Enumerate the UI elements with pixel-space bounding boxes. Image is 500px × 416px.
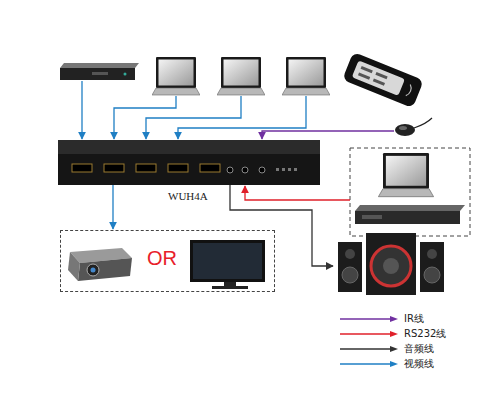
laptop — [378, 153, 433, 197]
legend-arrowhead — [390, 361, 398, 367]
legend-line-sample — [338, 327, 400, 341]
device-art — [58, 140, 320, 185]
jack — [227, 167, 233, 173]
legend-text: RS232线 — [404, 327, 446, 341]
laptop — [282, 57, 330, 95]
monitor — [190, 240, 265, 289]
dashed-group — [350, 148, 470, 236]
laptop — [152, 57, 200, 95]
video-wire — [81, 81, 82, 139]
video-connector — [112, 185, 113, 229]
hdmi-port — [168, 164, 188, 172]
legend-line — [340, 333, 394, 334]
legend-line-sample — [338, 342, 400, 356]
video-wire — [178, 96, 306, 139]
legend-text: 视频线 — [404, 357, 434, 371]
laptop — [217, 57, 265, 95]
rack-device — [355, 205, 465, 224]
hdmi-port — [72, 164, 92, 172]
indicator — [282, 168, 285, 171]
legend-text: IR线 — [404, 312, 424, 326]
speakers — [338, 233, 444, 295]
video-wire — [146, 96, 241, 139]
indicator — [276, 168, 279, 171]
projector — [68, 248, 132, 281]
audio-wire — [230, 185, 333, 266]
switcher-device: WUH4A — [58, 140, 320, 185]
remote-control — [342, 52, 424, 108]
or-label: OR — [147, 247, 177, 270]
model-label: WUH4A — [168, 190, 208, 202]
legend-line — [340, 348, 394, 349]
hdmi-port — [136, 164, 156, 172]
indicator — [288, 168, 291, 171]
jack — [259, 167, 265, 173]
legend-arrowhead — [390, 316, 398, 322]
indicator — [294, 168, 297, 171]
dvd-player — [60, 63, 139, 80]
ir-receiver — [395, 118, 432, 136]
legend-line — [340, 363, 394, 364]
rs232-wire — [245, 186, 350, 200]
device-top — [58, 140, 320, 154]
legend-arrowhead — [390, 346, 398, 352]
legend-arrowhead — [390, 331, 398, 337]
legend-line-sample — [338, 312, 400, 326]
hdmi-port — [104, 164, 124, 172]
hdmi-port — [200, 164, 220, 172]
legend-line-sample — [338, 357, 400, 371]
jack — [242, 167, 248, 173]
legend-text: 音频线 — [404, 342, 434, 356]
ir-wire — [262, 131, 394, 139]
display-group: OR — [60, 230, 275, 292]
legend-line — [340, 318, 394, 319]
